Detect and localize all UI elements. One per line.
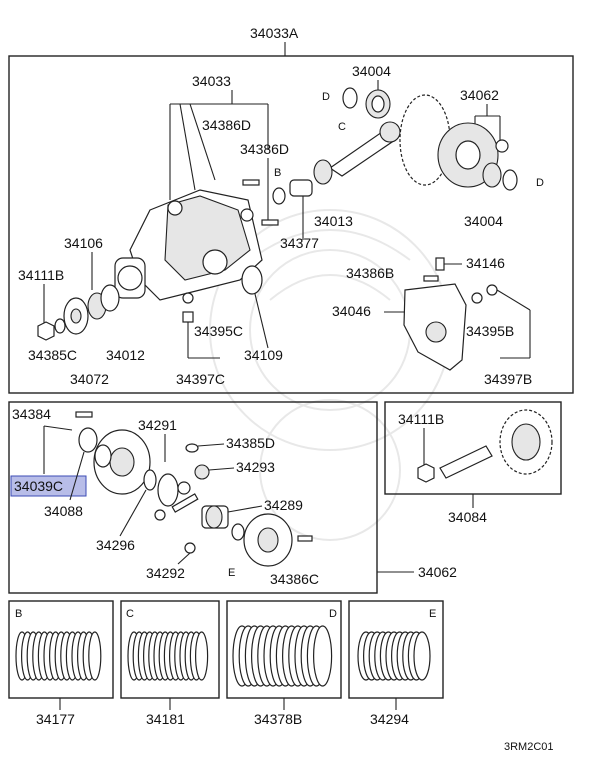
shim-stack-b (15, 631, 102, 681)
svg-text:D: D (329, 608, 337, 620)
shim-stack-d (232, 625, 333, 687)
label-34146: 34146 (466, 255, 505, 271)
pinion-shaft-34292 (154, 493, 199, 554)
label-34377: 34377 (280, 235, 319, 251)
bolt-34384 (75, 411, 93, 418)
nut-34111b (37, 321, 55, 341)
label-34291: 34291 (138, 417, 177, 433)
shim-stack-e (357, 631, 431, 681)
svg-text:C: C (126, 608, 134, 620)
label-34395b: 34395B (466, 323, 514, 339)
label-34386b: 34386B (346, 265, 394, 281)
rear-cover-34046 (403, 283, 467, 371)
shim-ring (88, 631, 102, 681)
label-34039c: 34039C (14, 478, 63, 494)
label-34386d-b: 34386D (240, 141, 289, 157)
label-34111b-left: 34111B (18, 267, 64, 283)
label-34292: 34292 (146, 565, 185, 581)
diff-case-half (93, 429, 151, 495)
label-34289: 34289 (264, 497, 303, 513)
label-34062-top: 34062 (460, 87, 499, 103)
reference-code: 3RM2C01 (504, 741, 554, 753)
shim-b-ring (272, 187, 286, 205)
label-34004-right: 34004 (464, 213, 503, 229)
diff-case-34062-box (8, 401, 378, 594)
label-34004-top: 34004 (352, 63, 391, 79)
letter-c-top: C (338, 121, 346, 133)
drive-pinion (328, 121, 401, 177)
svg-text:E: E (429, 608, 436, 620)
plug-34395b (471, 284, 498, 304)
label-34378b: 34378B (254, 711, 302, 727)
letter-d-top: D (322, 91, 330, 103)
label-34033: 34033 (192, 73, 231, 89)
spacer-34013 (289, 159, 333, 197)
bolt-34386b (423, 275, 439, 282)
diff-case-flange (243, 513, 293, 567)
label-34012: 34012 (106, 347, 145, 363)
bearing-34004-right (482, 162, 518, 191)
shim-box-b: B (8, 600, 114, 699)
shim-d-ring (342, 87, 358, 109)
shim-e-ring (231, 523, 245, 541)
bolt-34386c (297, 535, 313, 542)
label-34033a: 34033A (250, 25, 299, 41)
label-34109: 34109 (244, 347, 283, 363)
label-34111b-right: 34111B (398, 411, 444, 427)
pinion-34293 (177, 464, 210, 495)
label-34386c: 34386C (270, 571, 319, 587)
label-34072: 34072 (70, 371, 109, 387)
label-34397c: 34397C (176, 371, 225, 387)
label-34177: 34177 (36, 711, 75, 727)
label-34294: 34294 (370, 711, 409, 727)
label-34384: 34384 (12, 406, 51, 422)
label-34386d-a: 34386D (202, 117, 251, 133)
letter-d-right: D (536, 177, 544, 189)
svg-text:B: B (15, 608, 22, 620)
label-34084: 34084 (448, 509, 487, 525)
highlight-34039c (10, 475, 87, 497)
label-34385d: 34385D (226, 435, 275, 451)
assembly-34033a-box (8, 55, 574, 394)
label-34088: 34088 (44, 503, 83, 519)
label-34062-case: 34062 (418, 564, 457, 580)
label-34296: 34296 (96, 537, 135, 553)
bearing-34004-top (365, 89, 391, 119)
label-34395c: 34395C (194, 323, 243, 339)
washer-34385c (54, 318, 66, 334)
bolt-34146 (435, 257, 445, 271)
ring-and-pinion-gearset (417, 409, 553, 483)
flange-34072 (63, 297, 89, 335)
label-34046: 34046 (332, 303, 371, 319)
thrust-34296 (143, 469, 157, 491)
shim-ring (195, 631, 209, 681)
shim-stack-c (127, 631, 209, 681)
shim-ring (413, 631, 431, 681)
plug-34395c (182, 292, 194, 323)
letter-b-top: B (274, 167, 281, 179)
differential-housing (114, 189, 263, 301)
oring-34109 (241, 265, 263, 295)
washer-34385d (185, 443, 199, 453)
label-34397b: 34397B (484, 371, 532, 387)
bolt-34386d (242, 179, 279, 226)
label-34385c: 34385C (28, 347, 77, 363)
label-34293: 34293 (236, 459, 275, 475)
shim-ring (313, 625, 333, 687)
oil-seal-34012 (87, 284, 120, 320)
label-34106: 34106 (64, 235, 103, 251)
bearing-34088 (78, 427, 98, 453)
side-gear-34289 (157, 473, 229, 529)
label-34181: 34181 (146, 711, 185, 727)
letter-e: E (228, 567, 235, 579)
label-34013: 34013 (314, 213, 353, 229)
